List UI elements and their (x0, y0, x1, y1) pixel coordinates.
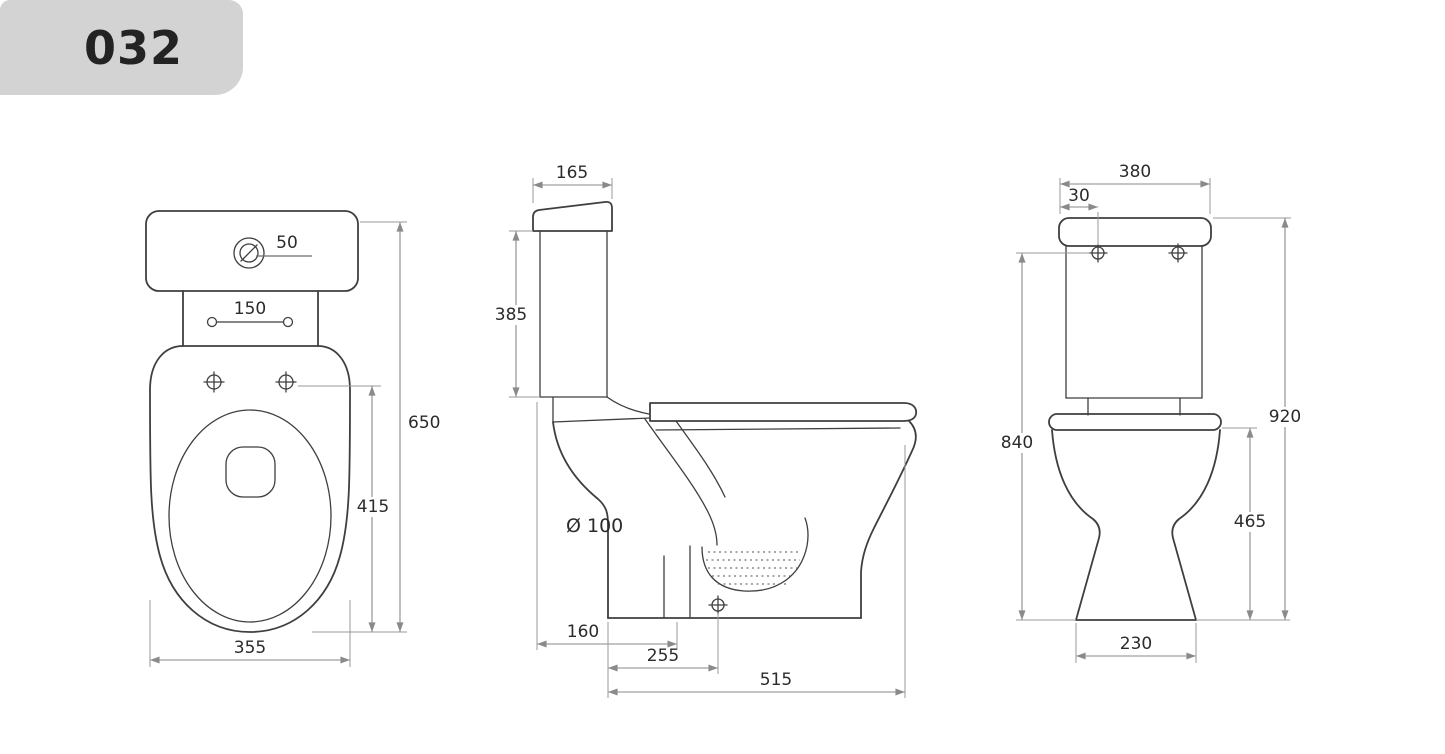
dim-bolt-inset: 30 (1068, 186, 1090, 206)
bowl-front-right (1171, 429, 1221, 621)
sump-outline (701, 517, 809, 592)
top-view: 50 150 650 415 355 (145, 210, 440, 667)
side-view: 165 385 Ø 100 160 255 515 (489, 163, 918, 698)
text-mask (1263, 407, 1307, 427)
top-view-shapes (145, 210, 359, 633)
bowl-platform-edge (552, 417, 651, 423)
floor-fixing-bolt (708, 595, 728, 615)
lid-bolt-left (1088, 243, 1108, 263)
front-view: 380 30 840 920 465 230 (995, 162, 1307, 663)
dim-bowl-length: 415 (357, 497, 389, 517)
flush-inlet-curve (606, 396, 650, 415)
flush-button-inner (239, 243, 259, 263)
pedestal-back-profile (552, 421, 609, 619)
dim-tank-width: 380 (1119, 162, 1151, 182)
dim-total-length: 650 (408, 413, 440, 433)
cistern-top-outline (145, 210, 359, 292)
drawing-number-badge: 032 (0, 0, 243, 95)
flush-button-outer (233, 237, 265, 269)
text-mask (489, 305, 533, 325)
text-mask (351, 497, 394, 517)
dim-height-to-tank: 840 (1001, 433, 1033, 453)
seat-bolt-right (275, 371, 297, 393)
bowl-front-left (1051, 429, 1101, 621)
top-view-dimensions: 50 150 650 415 355 (149, 221, 440, 667)
side-view-dimensions: 165 385 Ø 100 160 255 515 (489, 163, 906, 698)
hinge-hole-right (282, 316, 294, 328)
dim-total-height: 920 (1269, 407, 1301, 427)
text-mask (995, 433, 1039, 453)
seat-bolt-left (203, 371, 225, 393)
trapway-line-outer (644, 418, 718, 546)
seat-front-edge (1048, 413, 1222, 431)
dim-bowl-height: 465 (1234, 512, 1266, 532)
trapway-line-inner (675, 420, 726, 498)
dim-fixing-setout: 255 (647, 646, 679, 666)
bowl-outer-outline (149, 345, 351, 633)
dim-width: 355 (234, 638, 266, 658)
dim-flush-button: 50 (276, 233, 298, 253)
seat-side-profile (649, 402, 918, 422)
bowl-rim-line (655, 427, 901, 431)
text-mask (1228, 512, 1272, 532)
dim-tank-height: 385 (495, 305, 527, 325)
bowl-front-profile (860, 420, 917, 619)
dim-hinge-spacing: 150 (234, 299, 266, 319)
dim-outlet-setout: 160 (567, 622, 599, 642)
flush-button-slash (240, 244, 258, 262)
side-view-shapes (532, 200, 918, 619)
dim-tank-depth: 165 (556, 163, 588, 183)
drawing-number: 032 (84, 20, 184, 75)
bowl-inner-rim (168, 409, 332, 623)
front-view-shapes (1048, 217, 1222, 621)
flush-water-spot (225, 446, 276, 498)
lid-bolt-right (1168, 243, 1188, 263)
dim-total-depth: 515 (760, 670, 792, 690)
water-stipple (706, 551, 800, 585)
cistern-lid-front (1058, 217, 1212, 247)
dim-outlet-diameter: Ø 100 (566, 515, 623, 537)
front-view-dimensions: 380 30 840 920 465 230 (995, 162, 1307, 663)
hinge-hole-left (206, 316, 218, 328)
dim-base-width: 230 (1120, 634, 1152, 654)
cistern-lid-side (532, 200, 613, 232)
